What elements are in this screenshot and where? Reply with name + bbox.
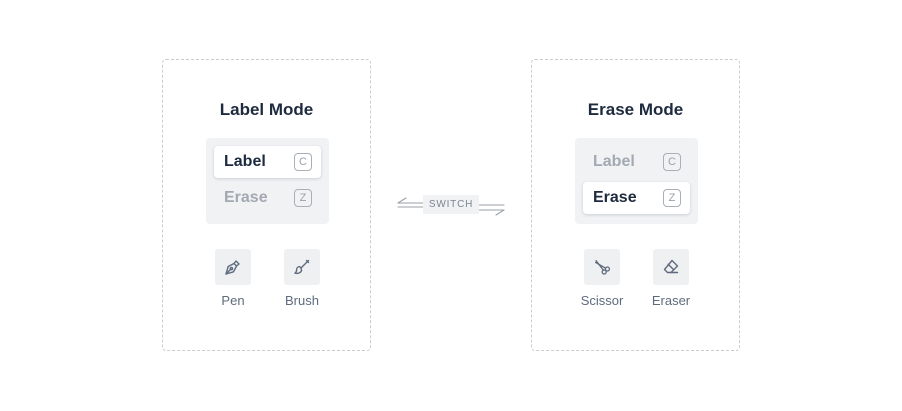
shortcut-key-c: C bbox=[663, 153, 681, 171]
erase-option[interactable]: Erase Z bbox=[583, 182, 690, 214]
scissor-icon[interactable] bbox=[584, 249, 620, 285]
switch-connector: SWITCH bbox=[396, 194, 506, 218]
label-mode-panel: Label Mode Label C Erase Z Pen bbox=[162, 59, 371, 351]
switch-arrows-icon bbox=[397, 197, 505, 216]
shortcut-key-z: Z bbox=[294, 189, 312, 207]
pen-icon[interactable] bbox=[215, 249, 251, 285]
pen-label: Pen bbox=[221, 293, 245, 308]
erase-option[interactable]: Erase Z bbox=[214, 182, 321, 214]
eraser-icon[interactable] bbox=[653, 249, 689, 285]
eraser-label: Eraser bbox=[651, 293, 691, 308]
scissor-label: Scissor bbox=[580, 293, 624, 308]
mode-segmented-control: Label C Erase Z bbox=[575, 138, 698, 224]
shortcut-key-z: Z bbox=[663, 189, 681, 207]
label-option-text: Label bbox=[224, 153, 266, 170]
brush-icon[interactable] bbox=[284, 249, 320, 285]
eraser-tool[interactable]: Eraser bbox=[641, 249, 701, 308]
pen-tool[interactable]: Pen bbox=[203, 249, 263, 308]
mode-segmented-control: Label C Erase Z bbox=[206, 138, 329, 224]
shortcut-key-c: C bbox=[294, 153, 312, 171]
erase-option-text: Erase bbox=[224, 189, 268, 206]
erase-mode-panel: Erase Mode Label C Erase Z Scissor bbox=[531, 59, 740, 351]
label-option[interactable]: Label C bbox=[583, 146, 690, 178]
label-mode-title: Label Mode bbox=[219, 100, 314, 119]
switch-label: SWITCH bbox=[423, 195, 479, 214]
label-option-text: Label bbox=[593, 153, 635, 170]
brush-label: Brush bbox=[285, 293, 319, 308]
label-option[interactable]: Label C bbox=[214, 146, 321, 178]
scissor-tool[interactable]: Scissor bbox=[572, 249, 632, 308]
brush-tool[interactable]: Brush bbox=[272, 249, 332, 308]
erase-mode-title: Erase Mode bbox=[587, 100, 684, 119]
erase-option-text: Erase bbox=[593, 189, 637, 206]
